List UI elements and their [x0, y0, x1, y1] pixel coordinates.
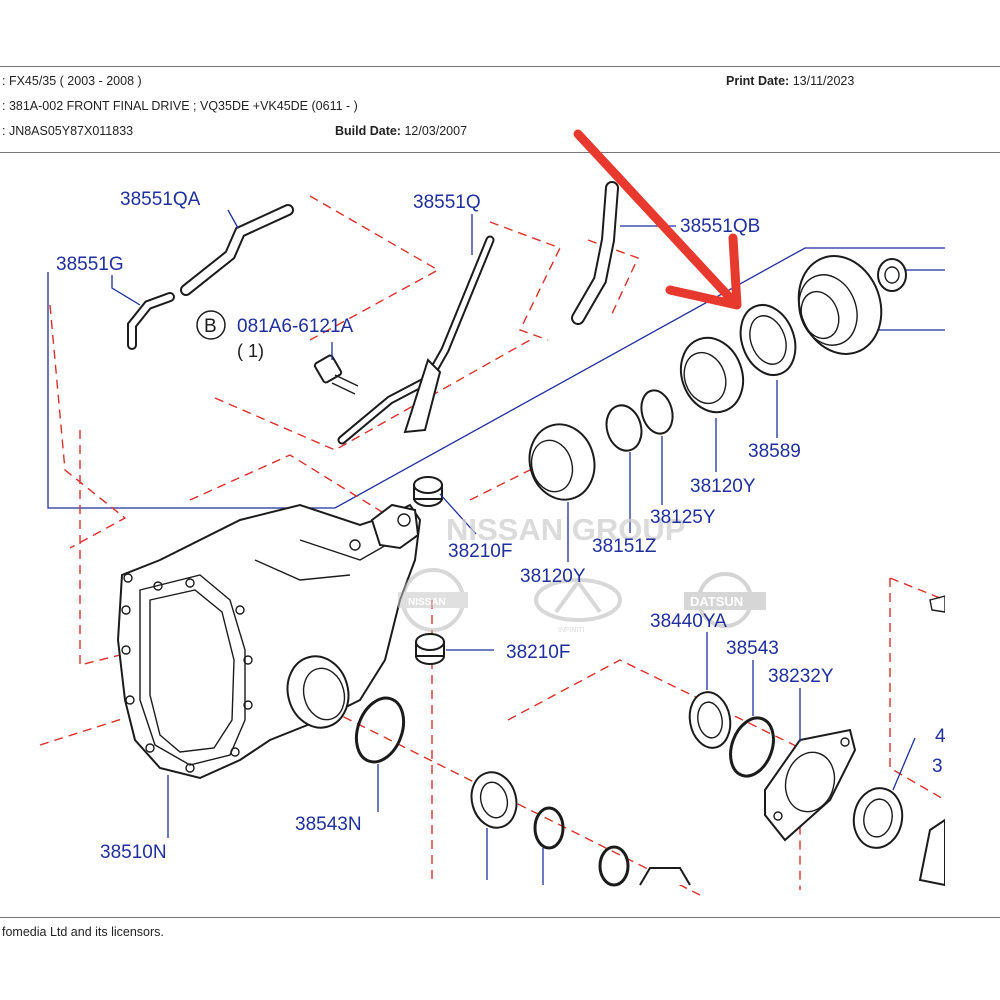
label-38210f-a: 38210F	[448, 541, 512, 562]
plug-38210f-a	[413, 476, 443, 507]
label-38543n: 38543N	[295, 814, 362, 835]
label-38551qb: 38551QB	[680, 216, 760, 237]
label-38543: 38543	[726, 638, 779, 659]
flange-nut	[877, 258, 907, 292]
svg-text:NISSAN: NISSAN	[408, 597, 446, 608]
shim-38125y	[640, 389, 674, 435]
dash-right-edge	[889, 578, 946, 801]
label-38125y: 38125Y	[650, 507, 716, 528]
dash-right-box	[507, 659, 801, 890]
svg-text:DATSUN: DATSUN	[690, 594, 743, 609]
header-bottom-rule	[0, 152, 1000, 153]
label-38510n: 38510N	[100, 842, 167, 863]
dash-hose-a	[309, 195, 440, 341]
build-date-value: 12/03/2007	[404, 124, 468, 138]
vin-text: : JN8AS05Y87X011833	[2, 124, 134, 138]
group-text: : 381A-002 FRONT FINAL DRIVE ; VQ35DE +V…	[2, 99, 358, 113]
frame-line-left	[47, 247, 945, 509]
stud-right	[929, 595, 946, 613]
label-edge-3: 3	[932, 756, 943, 777]
plug-38210f-b	[415, 633, 445, 665]
print-date: Print Date: 13/11/2023	[726, 74, 854, 88]
bearing-38120y-b	[528, 423, 596, 501]
o-ring-38543	[729, 716, 775, 778]
seal-38440ya	[688, 691, 732, 749]
build-date: Build Date: 12/03/2007	[335, 124, 467, 138]
qty-note: ( 1)	[237, 341, 264, 361]
dash-front-axis	[39, 717, 126, 746]
label-38589: 38589	[748, 441, 801, 462]
seal-lower-a	[470, 771, 518, 829]
print-date-label: Print Date:	[726, 74, 790, 88]
copyright-text: fomedia Ltd and its licensors.	[2, 925, 164, 939]
leader-38551g	[111, 275, 141, 306]
dash-left-vert	[49, 304, 127, 549]
callout-b-circle	[196, 310, 226, 340]
spacer-38151z	[605, 404, 643, 452]
o-ring-38543n	[354, 696, 406, 764]
label-38551qa: 38551QA	[120, 189, 201, 210]
label-edge-4: 4	[935, 726, 946, 747]
label-38232y: 38232Y	[768, 666, 834, 687]
footer-rule	[0, 917, 1000, 918]
svg-text:INFINITI: INFINITI	[558, 627, 584, 634]
dash-hose-b	[489, 221, 561, 341]
companion-flange	[797, 255, 883, 355]
label-38551q: 38551Q	[413, 192, 481, 213]
label-38440ya: 38440YA	[650, 611, 727, 632]
label-38151z: 38151Z	[592, 536, 657, 557]
leader-38551qa	[227, 209, 239, 229]
label-38120y-a: 38120Y	[690, 476, 756, 497]
datsun-logo: DATSUN	[684, 572, 766, 628]
build-date-label: Build Date:	[335, 124, 401, 138]
infiniti-logo: INFINITI	[534, 578, 622, 634]
bearing-38120y-a	[679, 336, 745, 414]
label-081a6: 081A6-6121A	[237, 316, 354, 337]
dash-lower-axis	[329, 709, 701, 896]
print-date-value: 13/11/2023	[792, 74, 855, 88]
header-top-rule	[0, 66, 1000, 67]
shaft-lower	[639, 867, 691, 886]
o-ring-lower-c	[598, 845, 630, 887]
callout-b-letter: B	[204, 316, 217, 337]
leader-38210f-a	[439, 493, 477, 535]
bolt-081a6	[313, 354, 359, 395]
watermark-text: NISSAN GROUP	[446, 512, 685, 547]
dash-right-top	[889, 577, 946, 601]
model-text: : FX45/35 ( 2003 - 2008 )	[2, 74, 142, 88]
o-ring-lower-b	[533, 806, 565, 850]
seal-right-edge	[852, 787, 904, 849]
bracket-38551q	[403, 358, 442, 434]
retainer-38232y	[764, 728, 857, 842]
right-margin	[945, 153, 1000, 917]
red-arrow-icon	[573, 129, 742, 310]
label-38120y-b: 38120Y	[520, 566, 586, 587]
dash-housing-top	[189, 454, 396, 521]
shaft-right-edge	[918, 818, 946, 887]
nissan-logo: NISSAN	[398, 568, 468, 632]
leader-edge-4	[892, 737, 916, 791]
label-38551g: 38551G	[56, 254, 124, 275]
dash-left-low	[79, 430, 121, 666]
oil-seal-38589	[739, 304, 797, 376]
label-38210f-b: 38210F	[506, 642, 570, 663]
dash-seal-axis	[469, 464, 541, 501]
final-drive-housing-38510n	[116, 503, 422, 780]
